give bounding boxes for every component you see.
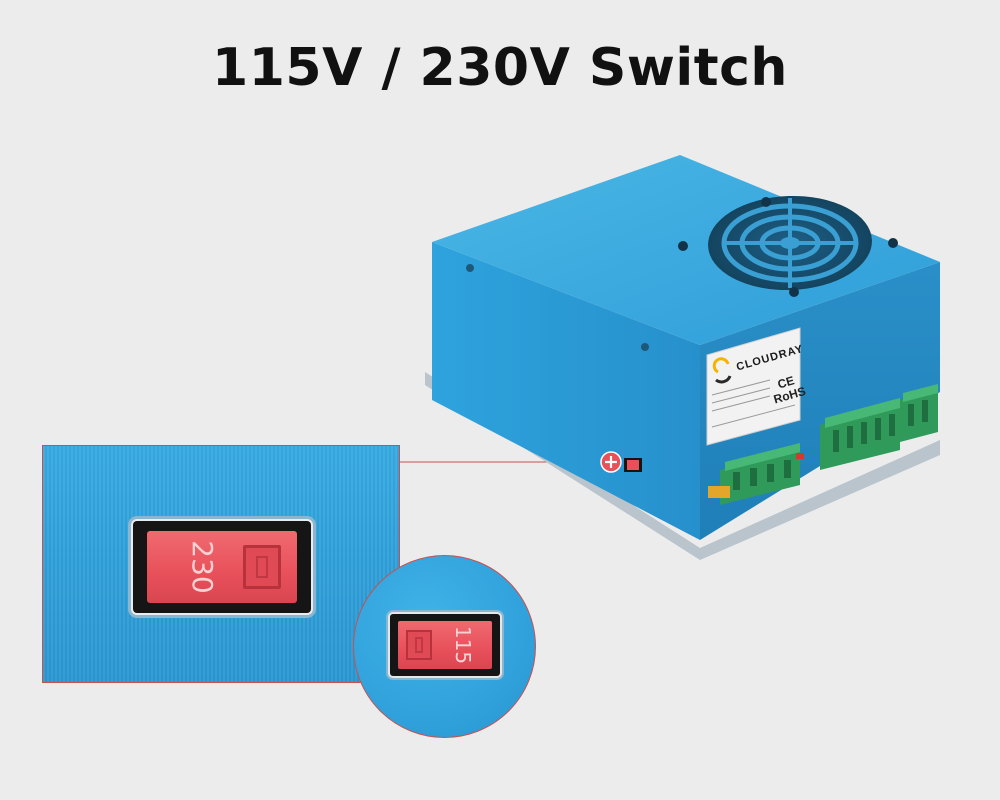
label-lines	[711, 379, 796, 428]
zoom-circle-115: 115	[353, 555, 536, 738]
fan-grill	[708, 195, 872, 291]
callout-plus-icon	[600, 451, 622, 473]
switch-slot: 115	[390, 614, 500, 676]
device-label-plate	[706, 327, 801, 446]
side-voltage-switch	[624, 458, 642, 472]
switch-slot: 230	[133, 521, 311, 613]
page-title: 115V / 230V Switch	[212, 38, 788, 98]
switch-nub	[406, 630, 432, 660]
cloudray-logo-icon	[712, 357, 732, 384]
zoom-panel-230: 230	[42, 445, 400, 683]
top-screws	[466, 197, 898, 351]
voltage-switch-230: 230	[147, 531, 297, 603]
terminal-blocks	[708, 384, 938, 505]
switch-label-230: 230	[186, 540, 219, 594]
voltage-switch-115: 115	[398, 621, 492, 669]
switch-label-115: 115	[451, 625, 475, 665]
switch-nub	[243, 545, 281, 589]
